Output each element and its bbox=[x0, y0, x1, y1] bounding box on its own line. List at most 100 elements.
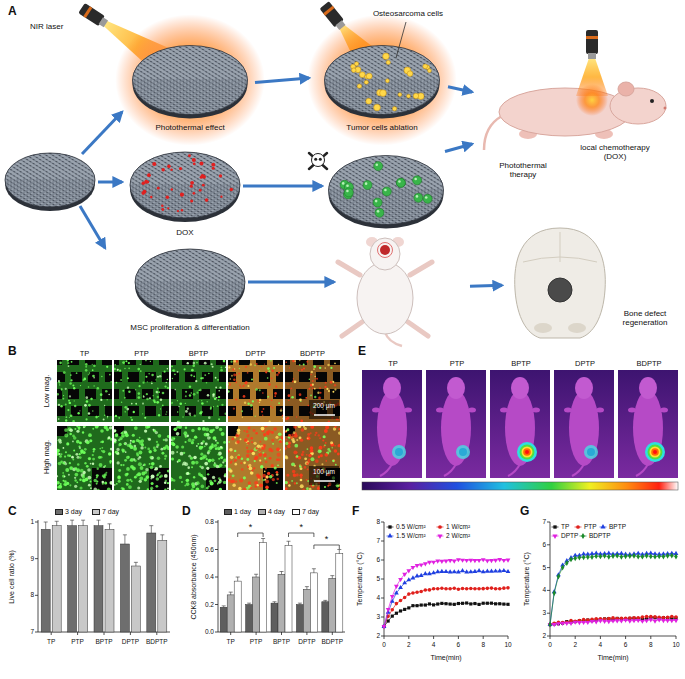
chart-axis bbox=[494, 602, 497, 605]
fluorescence-image bbox=[167, 487, 169, 489]
fluorescence-image bbox=[138, 462, 142, 466]
fluorescence-image bbox=[181, 481, 183, 483]
fluorescence-image bbox=[85, 396, 88, 399]
thermal-image bbox=[383, 377, 401, 399]
scaffold bbox=[386, 79, 390, 83]
fluorescence-image bbox=[171, 437, 175, 441]
fluorescence-image bbox=[126, 467, 130, 471]
chart-axis bbox=[329, 578, 336, 632]
fluorescence-image bbox=[257, 400, 259, 402]
scaffold bbox=[190, 181, 194, 185]
chart-axis bbox=[420, 603, 423, 606]
fluorescence-image bbox=[116, 448, 119, 451]
fluorescence-image bbox=[201, 485, 205, 489]
fluorescence-image bbox=[171, 458, 174, 461]
chart-axis bbox=[97, 520, 101, 521]
fluorescence-image bbox=[296, 439, 298, 441]
fluorescence-image bbox=[162, 392, 165, 395]
fluorescence-image bbox=[259, 372, 270, 382]
scaffold bbox=[52, 153, 138, 207]
fluorescence-image bbox=[151, 482, 154, 485]
fluorescence-image bbox=[185, 372, 196, 382]
fluorescence-image bbox=[189, 394, 191, 396]
fluorescence-image bbox=[196, 481, 200, 485]
fluorescence-image bbox=[271, 431, 274, 434]
fluorescence-image bbox=[65, 388, 67, 390]
fluorescence-image bbox=[189, 413, 192, 416]
chart-axis bbox=[384, 603, 508, 626]
fluorescence-image bbox=[270, 360, 272, 362]
fluorescence-image bbox=[287, 417, 290, 420]
scaffold bbox=[192, 158, 196, 162]
fluorescence-image bbox=[288, 400, 289, 401]
fluorescence-image bbox=[243, 461, 246, 464]
scaffold bbox=[193, 162, 196, 165]
fluorescence-image bbox=[149, 468, 169, 490]
fluorescence-image bbox=[92, 458, 95, 461]
fluorescence-image bbox=[235, 481, 237, 483]
fluorescence-image bbox=[62, 398, 64, 400]
fluorescence-image bbox=[69, 433, 72, 436]
fluorescence-image bbox=[228, 360, 233, 365]
fluorescence-image bbox=[206, 401, 208, 403]
fluorescence-image bbox=[223, 360, 226, 362]
fluorescence-image bbox=[114, 406, 122, 416]
scaffold bbox=[20, 153, 106, 207]
fluorescence-image bbox=[102, 481, 105, 484]
mouse-therapy bbox=[664, 107, 667, 110]
fluorescence-image bbox=[294, 465, 296, 467]
fluorescence-image bbox=[110, 448, 112, 451]
chart-axis bbox=[457, 602, 460, 605]
fluorescence-image bbox=[265, 461, 268, 464]
chart-axis bbox=[310, 573, 317, 632]
fluorescence-image bbox=[135, 403, 137, 405]
fluorescence-image bbox=[186, 472, 189, 475]
thermal-image bbox=[648, 445, 663, 460]
chart-axis bbox=[35, 558, 38, 559]
scaffold bbox=[161, 168, 165, 172]
scale-bar bbox=[314, 414, 335, 416]
fluorescence-image bbox=[293, 378, 294, 379]
fluorescence-image bbox=[107, 417, 108, 418]
thermal-image bbox=[575, 377, 593, 399]
fluorescence-image bbox=[275, 385, 277, 387]
fluorescence-image bbox=[204, 362, 207, 365]
fluorescence-image bbox=[118, 476, 121, 479]
fluorescence-image bbox=[160, 408, 161, 409]
scaffold bbox=[133, 46, 248, 115]
scaffold bbox=[200, 46, 310, 115]
chart-axis bbox=[131, 566, 140, 632]
fluorescence-image bbox=[232, 484, 235, 487]
fluorescence-image bbox=[110, 381, 111, 382]
fluorescence-image bbox=[273, 389, 283, 399]
fluorescence-image bbox=[325, 382, 327, 384]
fluorescence-image bbox=[246, 458, 249, 461]
fluorescence-image bbox=[144, 479, 146, 481]
fluorescence-image bbox=[93, 451, 95, 453]
fluorescence-image bbox=[218, 452, 222, 456]
fluorescence-image bbox=[217, 483, 219, 485]
toxicity-icon bbox=[309, 153, 327, 169]
chart-axis bbox=[215, 632, 218, 633]
fluorescence-image bbox=[186, 472, 189, 475]
fluorescence-image bbox=[79, 453, 81, 455]
fluorescence-image bbox=[59, 455, 62, 458]
fluorescence-image bbox=[335, 464, 337, 466]
scaffold bbox=[416, 195, 419, 198]
fluorescence-image bbox=[126, 456, 130, 460]
scaffold bbox=[217, 152, 323, 218]
fluorescence-image bbox=[59, 362, 62, 365]
fluorescence-image bbox=[255, 485, 258, 488]
fluorescence-image bbox=[206, 433, 209, 436]
fluorescence-image bbox=[282, 418, 283, 419]
scaffold bbox=[44, 46, 336, 115]
fluorescence-image bbox=[215, 377, 217, 379]
fluorescence-image bbox=[102, 389, 112, 399]
fluorescence-image bbox=[69, 484, 71, 486]
fluorescence-image bbox=[256, 363, 258, 365]
fluorescence-image bbox=[124, 411, 126, 413]
process-arrow bbox=[243, 185, 322, 188]
fluorescence-image bbox=[64, 428, 68, 432]
fluorescence-image bbox=[185, 403, 186, 404]
